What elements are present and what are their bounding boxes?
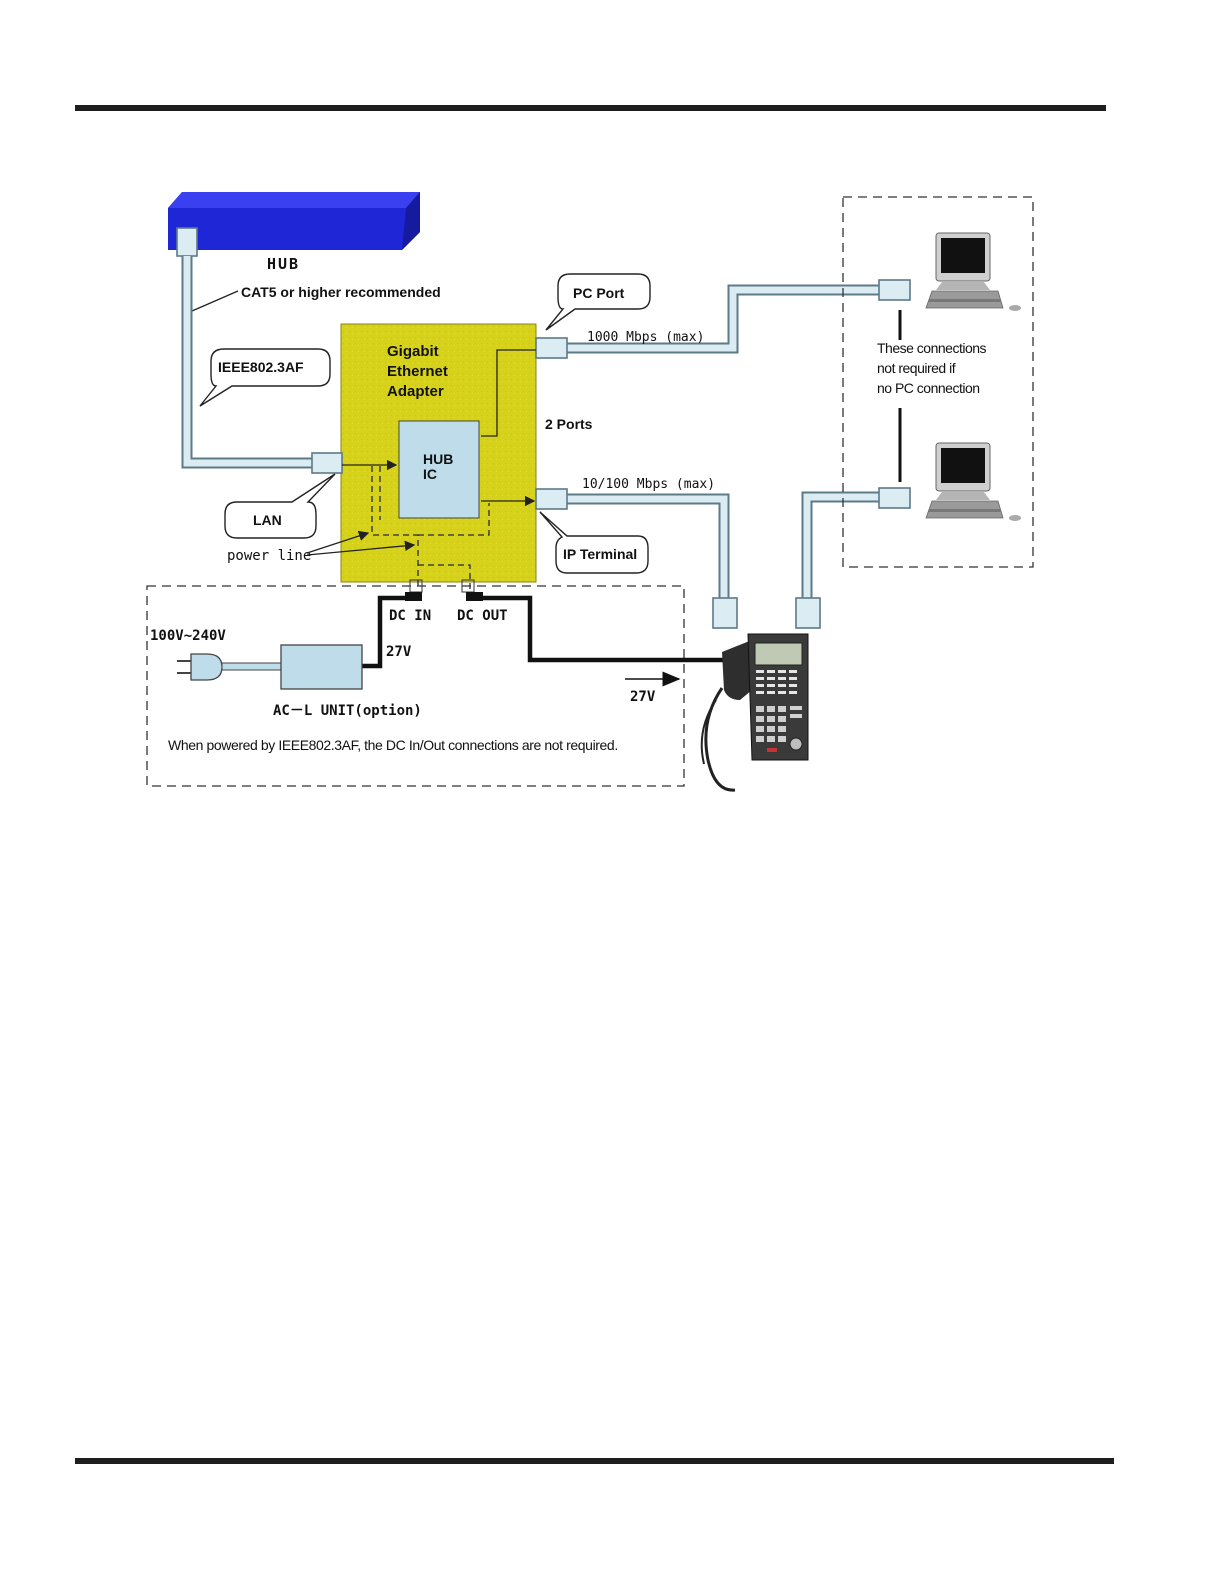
phone-pc-jack — [795, 597, 821, 629]
speed-ip-label: 10/100 Mbps (max) — [582, 477, 715, 492]
lan-jack — [311, 452, 343, 474]
power-line-ip — [418, 503, 490, 536]
dc-out-label: DC OUT — [457, 608, 508, 624]
ac-plug-icon — [177, 653, 283, 681]
pc-2-icon — [925, 442, 1021, 521]
pc-area-dashed-box — [842, 196, 1034, 568]
power-note: When powered by IEEE802.3AF, the DC In/O… — [168, 737, 618, 753]
adapter-title: Gigabit Ethernet Adapter — [387, 343, 452, 400]
cat5-leader — [191, 290, 239, 312]
voltage-in-label: 100V~240V — [150, 628, 226, 644]
hub-ic-chip — [398, 420, 480, 519]
dc-in-label: DC IN — [389, 608, 431, 624]
lan-cable — [181, 256, 312, 469]
ip-terminal-label: IP Terminal — [563, 546, 637, 562]
ip-terminal-callout — [539, 511, 649, 574]
hub-device — [168, 192, 420, 257]
hub-ic-label: HUB IC — [423, 451, 457, 482]
two-ports-label: 2 Ports — [545, 416, 593, 432]
cat5-label: CAT5 or higher recommended — [241, 284, 441, 300]
hub-label: HUB — [267, 255, 300, 273]
ac-unit-label: AC－L UNIT(option) — [273, 703, 422, 719]
pc-1-icon — [925, 232, 1021, 311]
pc-2-jack — [878, 487, 911, 509]
top-rule — [75, 105, 1106, 111]
lan-label: LAN — [253, 512, 282, 528]
speed-pc-label: 1000 Mbps (max) — [587, 330, 704, 345]
phone-pc-cable — [801, 491, 882, 598]
internal-pc-line — [481, 349, 536, 437]
pc-1-jack — [878, 279, 911, 301]
dc-in-connector — [405, 592, 422, 601]
pc-cable — [567, 284, 882, 354]
pc-port-label: PC Port — [573, 285, 625, 301]
pc-note: These connections not required if no PC … — [877, 340, 989, 396]
power-area-dashed-box — [146, 585, 685, 787]
ip-terminal-jack — [535, 488, 568, 510]
bottom-rule — [75, 1458, 1114, 1464]
volt-27-out-label: 27V — [630, 689, 656, 705]
ip-terminal-phone-jack — [712, 597, 738, 629]
ac-l-unit — [280, 644, 363, 690]
ip-phone-icon — [700, 633, 809, 792]
ieee-callout — [199, 348, 331, 407]
dc-in-wire — [362, 595, 412, 669]
power-line-arrow-1 — [306, 530, 370, 554]
power-line-lan — [371, 466, 419, 590]
lan-callout — [224, 473, 336, 539]
ip-cable — [567, 493, 730, 598]
power-line-dc — [418, 564, 471, 590]
pc-port-callout — [545, 273, 651, 331]
hub-jack — [176, 227, 198, 257]
pc-port-jack — [535, 337, 568, 359]
power-line-arrow-2 — [306, 540, 416, 556]
dc-out-wire — [476, 595, 725, 663]
ieee-label: IEEE802.3AF — [218, 359, 304, 375]
power-line-label: power line — [227, 548, 311, 564]
volt-27-in-label: 27V — [386, 644, 412, 660]
dc-out-connector — [466, 592, 483, 601]
